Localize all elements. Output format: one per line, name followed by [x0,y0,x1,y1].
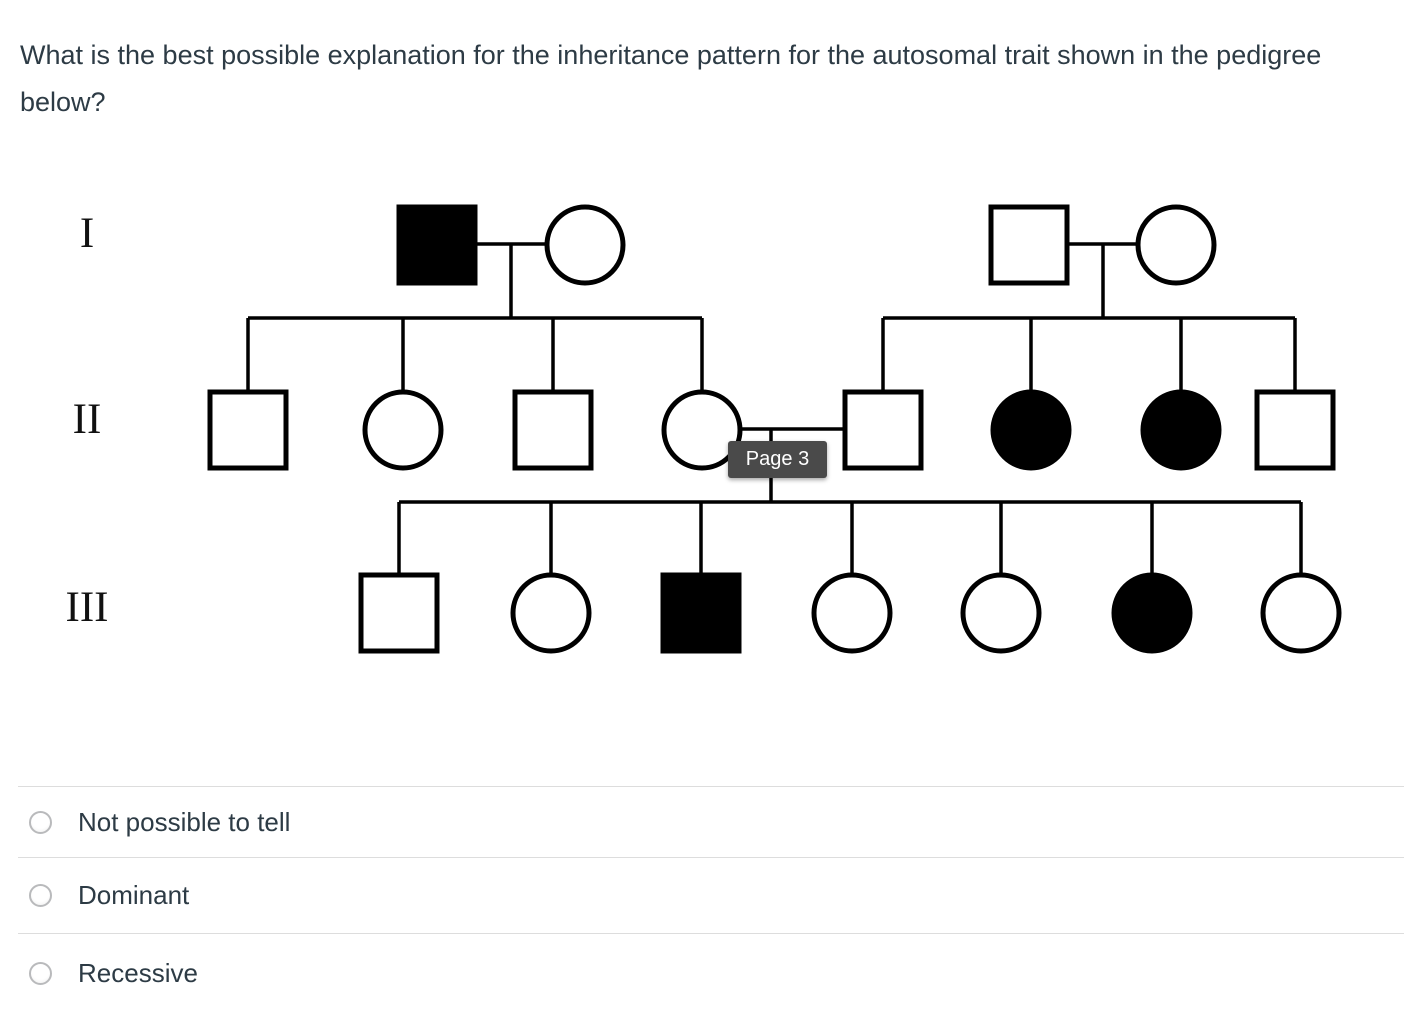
generation-label-II: II [72,396,102,443]
pedigree-individual-III-2-unaffected [510,572,592,654]
pedigree-individual-III-5-unaffected [960,572,1042,654]
option-label[interactable]: Not possible to tell [78,806,291,837]
generation-label-I: I [79,210,95,257]
radio-recessive[interactable] [29,961,52,985]
pedigree-individual-II-1-unaffected [207,389,289,471]
pedigree-diagram: I II III Page 3 [65,204,1342,654]
pedigree-individual-II-8-unaffected [1254,389,1336,471]
pedigree-individual-II-7-affected [1140,389,1222,471]
pedigree-individual-I-3-unaffected [988,204,1070,286]
radio-not-possible-to-tell[interactable] [29,810,52,834]
pedigree-individual-II-3-unaffected [512,389,594,471]
pedigree-individual-I-1-affected [396,204,478,286]
generation-label-III: III [65,584,109,631]
pedigree-svg [207,204,1342,654]
pedigree-individual-I-4-unaffected [1135,204,1217,286]
page-badge: Page 3 [728,441,827,478]
option-label[interactable]: Recessive [78,957,198,988]
option-row-recessive: Recessive [18,933,1404,1012]
pedigree-individual-III-4-unaffected [811,572,893,654]
pedigree-individual-III-6-affected [1111,572,1193,654]
pedigree-individual-III-3-affected [660,572,742,654]
option-row-dominant: Dominant [18,857,1404,933]
pedigree-individual-II-2-unaffected [362,389,444,471]
pedigree-individual-II-6-affected [990,389,1072,471]
pedigree-individual-III-7-unaffected [1260,572,1342,654]
pedigree-individual-II-5-unaffected [842,389,924,471]
pedigree-individual-III-1-unaffected [358,572,440,654]
question-text: What is the best possible explanation fo… [20,40,1322,117]
pedigree-individual-I-2-unaffected [544,204,626,286]
pedigree-individual-II-4-unaffected [661,389,743,471]
option-label[interactable]: Dominant [78,880,190,910]
radio-dominant[interactable] [29,884,52,907]
option-row-not-possible-to-tell: Not possible to tell [18,786,1404,857]
